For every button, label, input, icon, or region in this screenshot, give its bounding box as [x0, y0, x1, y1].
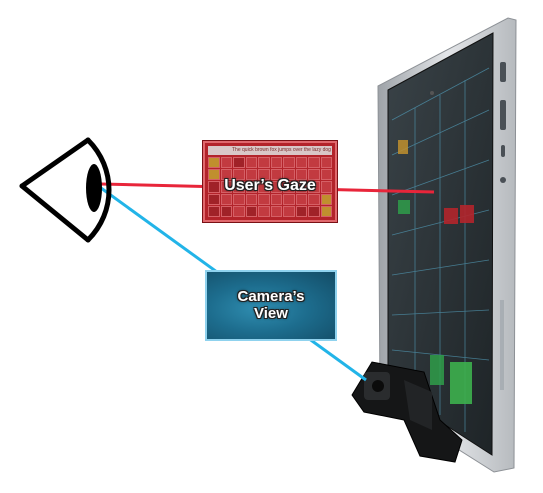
cameras-view-line2: View [254, 305, 288, 322]
tablet [377, 17, 517, 473]
cameras-view-line1: Camera’s [237, 288, 305, 305]
eye-icon [19, 137, 112, 243]
users-gaze-label: User’s Gaze [224, 177, 316, 194]
cameras-view-label: Camera’s View [207, 288, 335, 322]
keyboard-keys [208, 157, 332, 217]
keyboard-text-strip: The quick brown fox jumps over the lazy … [208, 146, 332, 155]
cameras-view-label-box: Camera’s View [205, 270, 337, 341]
users-gaze-label-box: The quick brown fox jumps over the lazy … [203, 141, 337, 222]
eye-tracker-camera [351, 361, 463, 463]
tablet-screen-keys [391, 67, 490, 432]
